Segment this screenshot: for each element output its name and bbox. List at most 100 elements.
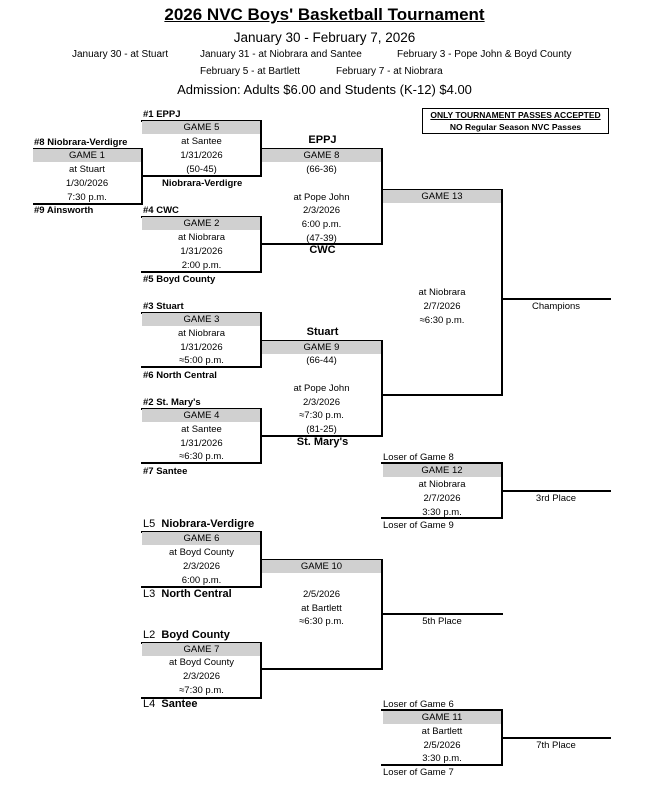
game9-top-line (260, 340, 383, 342)
admission: Admission: Adults $6.00 and Students (K-… (177, 82, 472, 97)
game1-bottom-team: #9 Ainsworth (34, 205, 94, 216)
game6-label: GAME 6 (142, 532, 261, 545)
game5-label: GAME 5 (142, 121, 261, 134)
game2-date: 1/31/2026 (180, 246, 223, 257)
game10-site: at Bartlett (301, 603, 342, 614)
game6-top-line (141, 531, 262, 533)
game12-top-team: Loser of Game 8 (383, 452, 454, 463)
game6-bottom-name: North Central (161, 588, 232, 600)
game13-date: 2/7/2026 (423, 301, 461, 312)
game13-label: GAME 13 (383, 190, 501, 203)
game9-bottom-team: St. Mary's (296, 436, 349, 448)
game8-bottom-line (260, 243, 383, 245)
game7-bottom-name: Santee (161, 698, 198, 710)
game2-top-line (141, 216, 262, 218)
game2-bottom-team: #5 Boyd County (143, 274, 216, 285)
schedule-feb7: February 7 - at Niobrara (336, 66, 443, 77)
game9-time: ≈7:30 p.m. (299, 410, 344, 421)
pass-notice: ONLY TOURNAMENT PASSES ACCEPTED NO Regul… (422, 108, 609, 134)
game11-label: GAME 11 (383, 711, 501, 724)
game3-date: 1/31/2026 (180, 342, 223, 353)
game3-time: ≈5:00 p.m. (179, 355, 224, 366)
date-range: January 30 - February 7, 2026 (233, 30, 416, 45)
game5-top-team: #1 EPPJ (143, 109, 181, 120)
page-title: 2026 NVC Boys' Basketball Tournament (164, 5, 485, 24)
game6-time: 6:00 p.m. (181, 575, 222, 586)
game3-bottom-team: #6 North Central (143, 370, 217, 381)
game13-site: at Niobrara (418, 287, 466, 298)
game13-bracket (501, 189, 503, 395)
game7-bottom-team: L4 Santee (143, 698, 197, 710)
game11-top-team: Loser of Game 6 (383, 699, 454, 710)
game13-top-line (381, 189, 503, 191)
game12-time: 3:30 p.m. (422, 507, 462, 518)
game8-bottom-team: CWC (309, 244, 336, 256)
third-place-label: 3rd Place (535, 493, 577, 504)
game8-bracket (381, 148, 383, 245)
game6-bottom-seed: L3 (143, 588, 156, 600)
game10-date: 2/5/2026 (303, 589, 340, 600)
seventh-place-line (501, 737, 611, 739)
game9-date: 2/3/2026 (303, 397, 340, 408)
game1-top-team: #8 Niobrara-Verdigre (34, 137, 128, 148)
game5-bottom-team: Niobrara-Verdigre (162, 178, 243, 189)
game11-site: at Bartlett (421, 726, 463, 737)
game3-top-line (141, 312, 262, 314)
game8-score: (66-36) (306, 164, 337, 175)
game9-bracket (381, 340, 383, 437)
game10-time: ≈6:30 p.m. (299, 616, 344, 627)
notice-line-2: NO Regular Season NVC Passes (449, 122, 582, 132)
game7-time: ≈7:30 p.m. (179, 685, 224, 696)
game4-date: 1/31/2026 (180, 438, 223, 449)
game4-site: at Santee (181, 424, 222, 435)
game8-top-line (260, 148, 383, 150)
game1-bottom-line (33, 203, 143, 205)
schedule-feb5: February 5 - at Bartlett (200, 66, 301, 77)
game11-date: 2/5/2026 (423, 740, 461, 751)
game8-date: 2/3/2026 (303, 205, 340, 216)
game13-bottom-line (381, 394, 503, 396)
game9-score: (66-44) (306, 355, 337, 366)
game10-label: GAME 10 (262, 560, 381, 573)
game9-score2: (81-25) (306, 424, 337, 435)
game8-label: GAME 8 (262, 149, 381, 162)
game9-top-team: Stuart (306, 326, 339, 338)
game4-bottom-team: #7 Santee (143, 466, 188, 477)
game5-score: (50-45) (186, 164, 217, 175)
game3-site: at Niobrara (178, 328, 225, 339)
game12-date: 2/7/2026 (423, 493, 461, 504)
game2-bottom-line (141, 271, 262, 273)
game11-bottom-line (381, 764, 503, 766)
game5-date: 1/31/2026 (180, 150, 223, 161)
game12-top-line (381, 462, 503, 464)
game7-bottom-seed: L4 (143, 698, 156, 710)
game5-site: at Santee (181, 136, 222, 147)
game4-bottom-line (141, 462, 262, 464)
game13-time: ≈6:30 p.m. (419, 315, 465, 326)
game6-top-seed: L5 (143, 518, 156, 530)
schedule-feb3: February 3 - Pope John & Boyd County (397, 49, 572, 60)
game6-bottom-team: L3 North Central (143, 588, 232, 600)
game12-bottom-line (381, 517, 503, 519)
game11-bottom-team: Loser of Game 7 (383, 767, 454, 778)
game7-top-line (141, 642, 262, 644)
game3-label: GAME 3 (142, 313, 261, 326)
game1-label: GAME 1 (33, 149, 141, 162)
game1-top-line (33, 148, 143, 150)
game9-bottom-line (260, 435, 383, 437)
champions-label: Champions (531, 301, 581, 312)
game1-time: 7:30 p.m. (67, 192, 107, 203)
game2-time: 2:00 p.m. (181, 260, 222, 271)
game11-time: 3:30 p.m. (422, 753, 462, 764)
seventh-place-label: 7th Place (536, 740, 576, 751)
game4-top-line (141, 408, 262, 410)
third-place-line (501, 490, 611, 492)
game12-site: at Niobrara (418, 479, 466, 490)
schedule-jan30: January 30 - at Stuart (72, 49, 169, 60)
game6-top-name: Niobrara-Verdigre (161, 518, 255, 530)
game10-top-line (260, 559, 383, 561)
game5-top-line (141, 120, 262, 122)
game7-label: GAME 7 (142, 643, 261, 656)
game7-date: 2/3/2026 (183, 671, 220, 682)
game7-bracket (260, 642, 262, 698)
